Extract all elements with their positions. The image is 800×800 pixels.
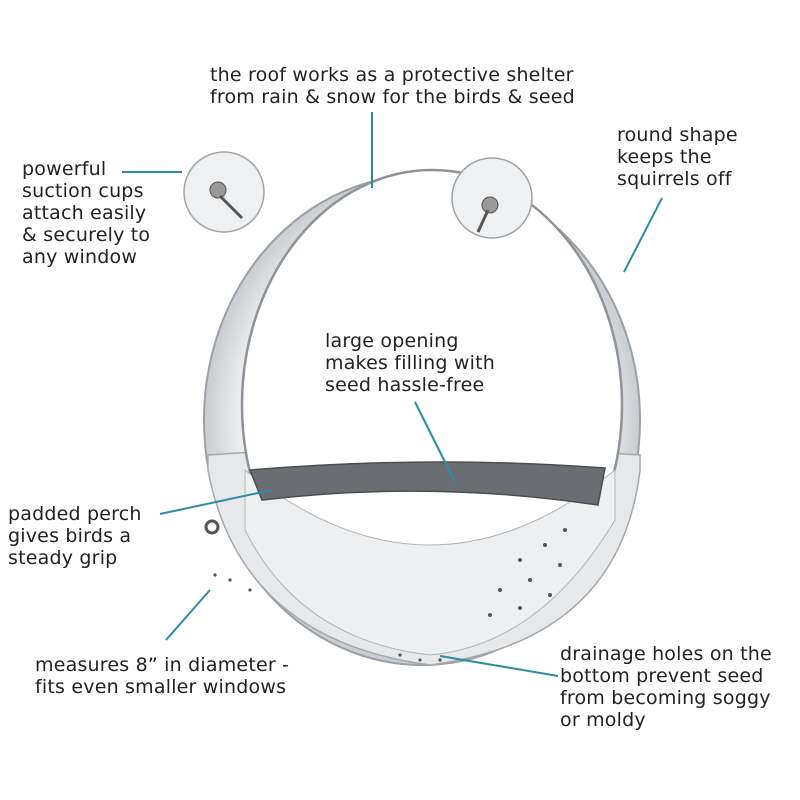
callout-text: gives birds a <box>8 525 132 547</box>
callout-text: from becoming soggy <box>560 687 771 709</box>
callout-text: bottom prevent seed <box>560 665 764 687</box>
callout-text: the roof works as a protective shelter <box>210 64 574 86</box>
callout-text: padded perch <box>8 503 142 525</box>
callout-text: drainage holes on the <box>560 643 772 665</box>
callout-text: from rain & snow for the birds & seed <box>210 86 575 108</box>
callout-suction-cups: powerful suction cups attach easily & se… <box>22 158 150 268</box>
callout-text: attach easily <box>22 202 147 224</box>
callout-text: any window <box>22 246 138 268</box>
drainage-holes <box>213 528 567 662</box>
callout-diameter: measures 8” in diameter - fits even smal… <box>35 654 289 698</box>
callout-text: measures 8” in diameter - <box>35 654 290 676</box>
callout-text: large opening <box>325 330 459 352</box>
suction-cup-left <box>183 151 265 233</box>
callout-text: or moldy <box>560 709 646 731</box>
callout-roof: the roof works as a protective shelter f… <box>210 64 575 108</box>
callout-text: squirrels off <box>617 168 732 190</box>
callout-lines <box>122 112 663 677</box>
callout-large-opening: large opening makes filling with seed ha… <box>325 330 495 396</box>
callout-text: steady grip <box>8 547 118 569</box>
padded-perch <box>248 461 606 506</box>
callout-round-shape: round shape keeps the squirrels off <box>617 124 738 190</box>
callout-text: seed hassle-free <box>325 374 485 396</box>
callout-text: powerful <box>22 158 107 180</box>
callout-text: keeps the <box>617 146 712 168</box>
callout-text: suction cups <box>22 180 144 202</box>
callout-text: & securely to <box>22 224 151 246</box>
side-hole <box>204 519 220 535</box>
callout-padded-perch: padded perch gives birds a steady grip <box>8 503 142 569</box>
callout-text: fits even smaller windows <box>35 676 287 698</box>
suction-cup-right <box>451 157 533 239</box>
callout-drainage: drainage holes on the bottom prevent see… <box>560 643 772 731</box>
callout-text: round shape <box>617 124 738 146</box>
callout-text: makes filling with <box>325 352 495 374</box>
